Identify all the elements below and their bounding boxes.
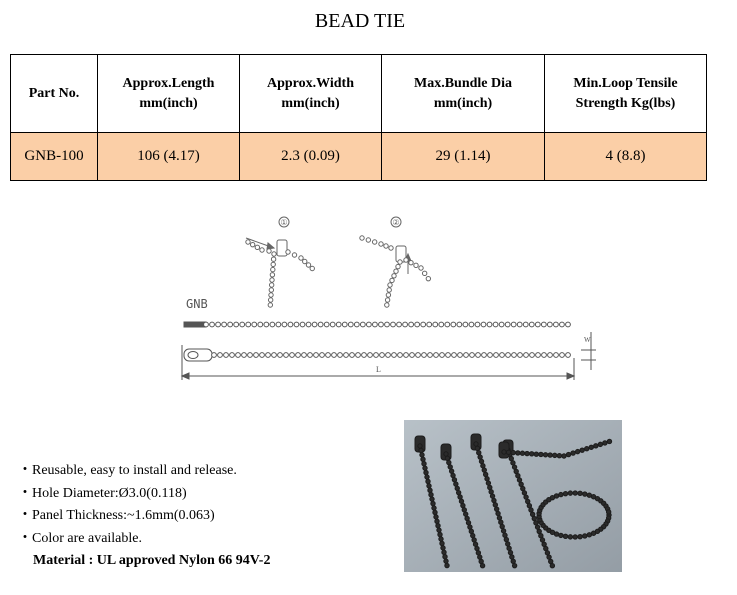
- cell-part-no: GNB-100: [10, 132, 98, 181]
- feature-item: ・Hole Diameter:Ø3.0(0.118): [18, 485, 187, 501]
- bead-ties-image: [414, 433, 613, 569]
- tie-top-view: L W: [180, 332, 596, 380]
- feature-item: ・Reusable, easy to install and release.: [18, 463, 237, 478]
- feature-item: ・Panel Thickness:~1.6mm(0.063): [18, 508, 215, 523]
- step2-label: ②: [392, 218, 399, 227]
- step1-label: ①: [280, 218, 287, 227]
- page-title: BEAD TIE: [314, 10, 406, 32]
- product-photo: [404, 420, 622, 572]
- feature-list: ・Reusable, easy to install and release. …: [18, 460, 388, 572]
- width-dim-label: W: [584, 336, 591, 344]
- cell-width: 2.3 (0.09): [239, 132, 382, 181]
- cell-bundle-dia: 29 (1.14): [381, 132, 545, 181]
- table-row: GNB-100 106 (4.17) 2.3 (0.09) 29 (1.14) …: [10, 132, 707, 181]
- length-dim-label: L: [376, 365, 381, 374]
- model-label: GNB: [186, 297, 208, 311]
- cell-length: 106 (4.17): [97, 132, 240, 181]
- step1-figure: ①: [245, 216, 315, 308]
- cell-tensile: 4 (8.8): [544, 132, 707, 181]
- feature-item: ・Color are available.: [18, 530, 143, 546]
- material-note: Material : UL approved Nylon 66 94V-2: [33, 553, 271, 568]
- header-part-no: Part No.: [10, 54, 98, 133]
- step2-figure: ②: [359, 216, 432, 308]
- tie-side-view: [183, 321, 571, 328]
- technical-drawing: ① ② GNB L W: [180, 216, 596, 380]
